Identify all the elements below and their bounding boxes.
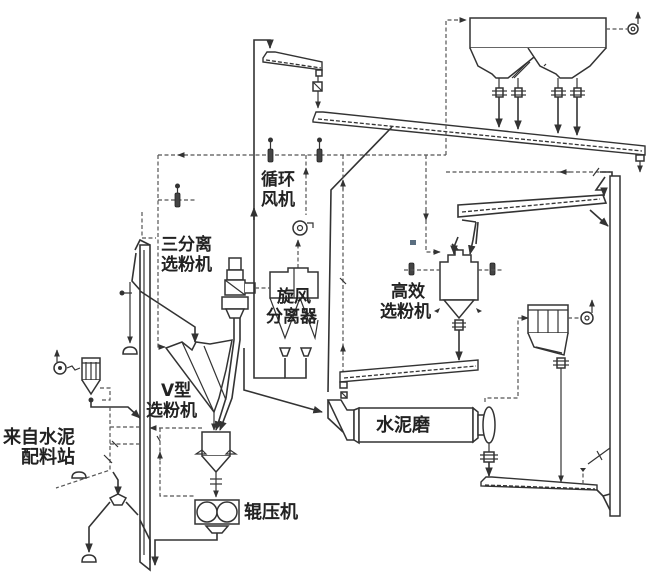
cyclone-separator — [269, 267, 319, 341]
label-feed-station-line1: 来自水泥 — [2, 426, 75, 448]
main-conveyor-top — [312, 111, 646, 173]
conveyor-bottom — [480, 476, 611, 497]
fan-icon — [606, 11, 641, 35]
rotary-valves-top — [492, 78, 585, 136]
bag-filter-top — [469, 17, 607, 79]
label-v-separator-line2: 选粉机 — [146, 400, 197, 421]
conveyor-to-mill — [339, 359, 479, 399]
bag-filter-feed — [81, 357, 101, 403]
damper-valve — [267, 137, 274, 163]
label-cyclone-line1: 旋风 — [276, 286, 311, 307]
label-feed-station-line2: 配料站 — [21, 446, 75, 468]
circulating-fan — [292, 220, 314, 236]
damper-valve — [174, 183, 181, 208]
small-conveyor-top — [262, 51, 323, 77]
label-cyclone-line2: 分离器 — [266, 306, 318, 327]
label-hes-line2: 选粉机 — [380, 301, 431, 322]
cement-mill — [326, 399, 496, 445]
flow-meter — [312, 81, 323, 92]
marker-square — [410, 240, 416, 245]
fan-icon — [53, 349, 81, 375]
feed-station — [53, 349, 141, 563]
label-cement-mill: 水泥磨 — [376, 414, 430, 436]
rotary-valve — [480, 451, 498, 463]
bucket-elevator-right — [589, 171, 621, 517]
v-separator — [164, 339, 233, 431]
damper-valve — [316, 137, 323, 163]
label-roller-press: 辊压机 — [244, 501, 298, 523]
label-v-separator-line1: V型 — [161, 380, 191, 401]
label-circ-fan-line1: 循环 — [261, 169, 295, 190]
label-three-sep-line2: 选粉机 — [161, 254, 212, 275]
bucket-elevator-left — [134, 238, 151, 572]
roller-press — [194, 499, 240, 534]
high-efficiency-separator — [434, 221, 482, 361]
damper-valve — [404, 262, 440, 276]
fan-icon — [568, 299, 595, 325]
label-hes-line1: 高效 — [391, 281, 425, 302]
rotary-valve — [278, 347, 313, 357]
hopper-upper-left — [119, 252, 199, 355]
label-three-sep-line1: 三分离 — [161, 234, 212, 255]
bag-filter-mill — [527, 304, 569, 483]
damper-valve — [478, 262, 503, 276]
weigh-bin — [194, 431, 238, 498]
three-way-separator — [214, 257, 256, 431]
label-circ-fan-line2: 风机 — [261, 189, 295, 210]
